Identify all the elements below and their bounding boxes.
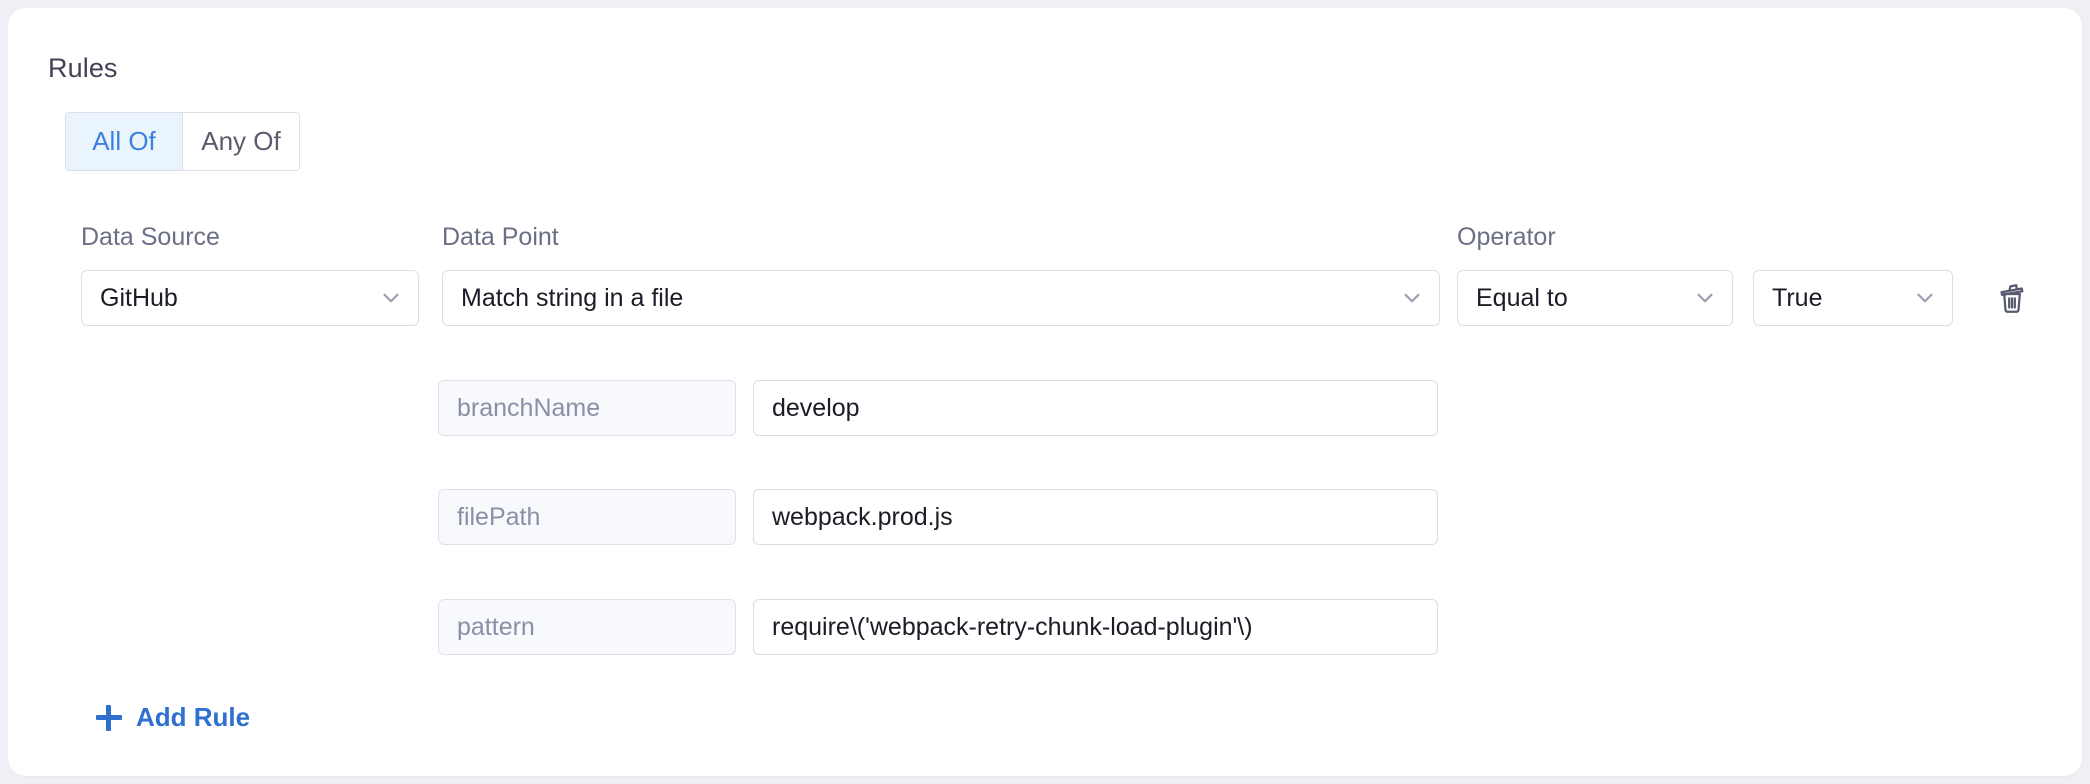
param-key-field: branchName [438,380,736,436]
tab-all-of[interactable]: All Of [66,113,182,170]
page-title: Rules [48,53,118,83]
operator-value: Equal to [1476,283,1568,312]
chevron-down-icon [1692,285,1718,311]
param-value-text: webpack.prod.js [772,502,953,531]
plus-icon [96,704,122,731]
param-key-field: filePath [438,489,736,545]
param-key-label: filePath [457,502,541,531]
add-rule-label: Add Rule [136,702,251,732]
param-key-label: branchName [457,393,601,422]
data-source-select[interactable]: GitHub [81,270,419,326]
param-key-field: pattern [438,599,736,655]
boolean-value: True [1772,283,1823,312]
data-source-value: GitHub [100,283,178,312]
param-value-input[interactable]: develop [753,380,1438,436]
data-source-label: Data Source [81,223,220,251]
data-point-select[interactable]: Match string in a file [442,270,1440,326]
data-point-label: Data Point [442,223,559,251]
chevron-down-icon [1912,285,1938,311]
param-value-input[interactable]: require\('webpack-retry-chunk-load-plugi… [753,599,1438,655]
param-value-input[interactable]: webpack.prod.js [753,489,1438,545]
tab-any-of[interactable]: Any Of [182,113,299,170]
boolean-value-select[interactable]: True [1753,270,1953,326]
trash-icon [1995,282,2029,319]
delete-rule-button[interactable] [1990,278,2034,322]
chevron-down-icon [378,285,404,311]
param-value-text: require\('webpack-retry-chunk-load-plugi… [772,612,1253,641]
param-value-text: develop [772,393,860,422]
chevron-down-icon [1399,285,1425,311]
param-key-label: pattern [457,612,535,641]
data-point-value: Match string in a file [461,283,684,312]
match-mode-tab-group: All Of Any Of [65,112,300,171]
operator-select[interactable]: Equal to [1457,270,1733,326]
operator-label: Operator [1457,223,1556,251]
add-rule-button[interactable]: Add Rule [96,702,250,733]
rules-card: Rules All Of Any Of Data Source Data Poi… [8,8,2082,776]
